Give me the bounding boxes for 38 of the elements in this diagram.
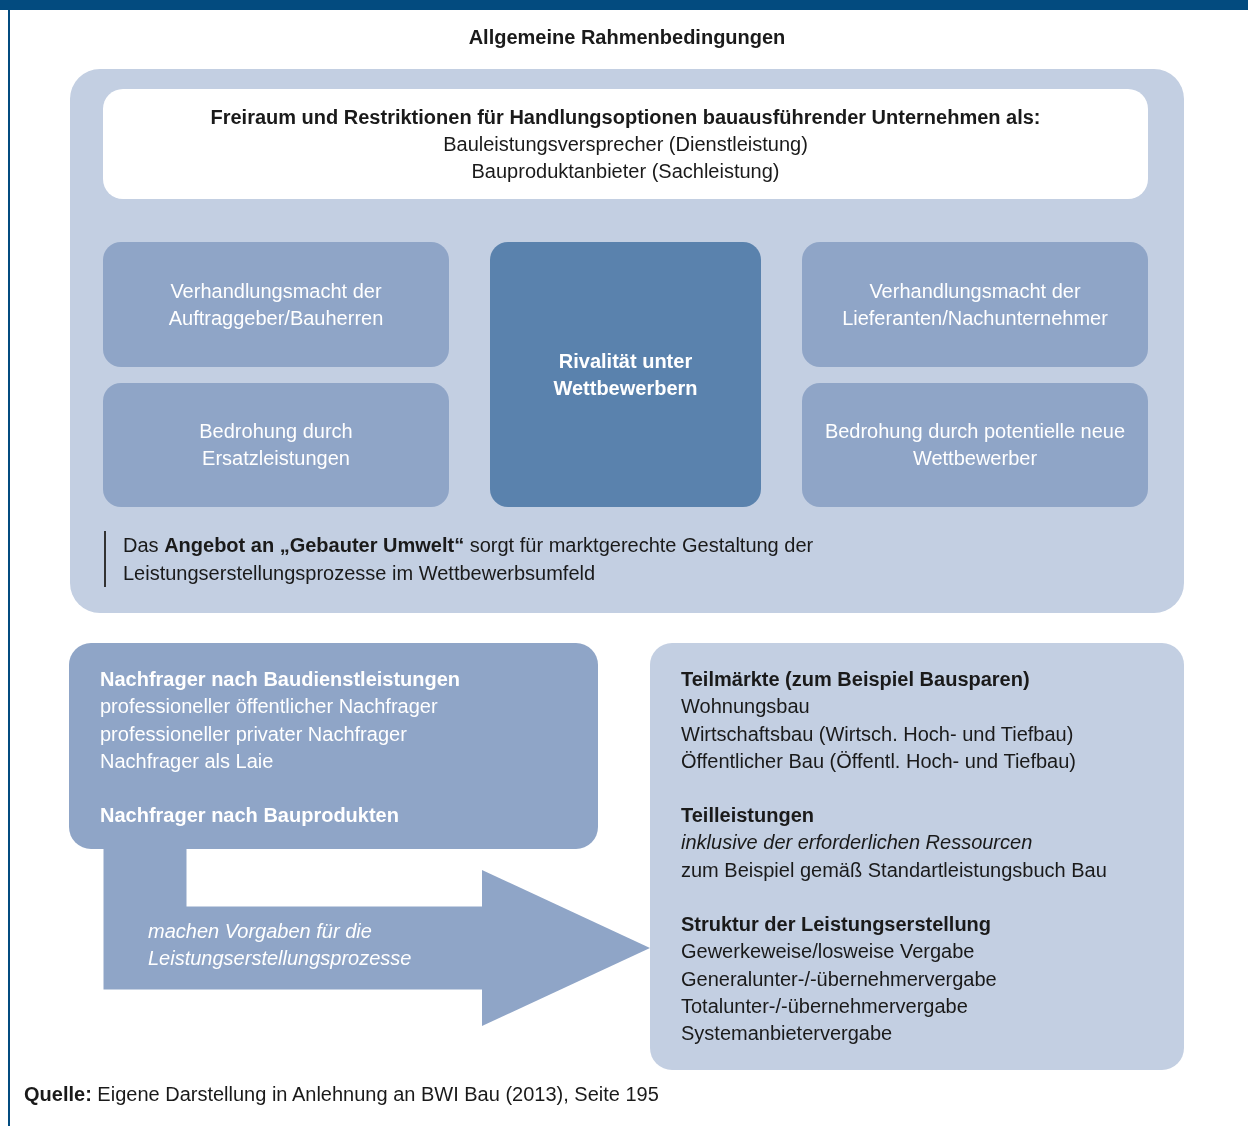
list-item: Totalunter-/-übernehmervergabe xyxy=(681,993,969,1019)
header-line: Bauproduktanbieter (Sachleistung) xyxy=(471,158,780,184)
block-arrow xyxy=(103,849,650,1026)
list-item: zum Beispiel gemäß Standartleistungsbuch Bau xyxy=(681,857,1108,883)
header-box xyxy=(103,89,1148,199)
list-item: Gewerkeweise/losweise Vergabe xyxy=(681,939,976,965)
center-box xyxy=(490,242,761,507)
header-line: Bauleistungsversprecher (Dienstleistung) xyxy=(443,131,808,157)
group-heading: Teilleistungen xyxy=(681,803,815,829)
force-box xyxy=(802,242,1148,367)
panel-heading: Allgemeine Rahmenbedingungen xyxy=(467,25,787,50)
list-item: professioneller öffentlicher Nachfrager xyxy=(100,694,439,720)
group-heading: Struktur der Leistungserstellung xyxy=(681,912,993,938)
card-text: Verhandlungsmacht der Lieferanten/Nachunternehmer xyxy=(841,278,1109,331)
force-box xyxy=(103,383,449,507)
note-text: Das Angebot an „Gebauter Umwelt“ sorgt für marktgerechte Gestaltung der Leistungserstellungsprozesse im Wettbewerbsumfeld xyxy=(104,531,883,587)
list-item: Wohnungsbau xyxy=(681,694,811,720)
header-title: Freiraum und Restriktionen für Handlungsoptionen bauausführender Unternehmen als: xyxy=(210,104,1041,130)
list-item: inklusive der erforderlichen Ressourcen xyxy=(681,830,1034,856)
group-heading: Nachfrager nach Baudienstleistungen xyxy=(100,667,462,692)
card-text: Bedrohung durch Ersatzleistungen xyxy=(198,419,354,471)
card-text: Verhandlungsmacht der Auftraggeber/Bauherren xyxy=(167,278,385,331)
list-item: Öffentlicher Bau (Öffentl. Hoch- und Tiefbau) xyxy=(681,748,1078,774)
list-item: Nachfrager als Laie xyxy=(100,748,275,774)
list-item: professioneller privater Nachfrager xyxy=(100,721,408,747)
list-item: Generalunter-/-übernehmervergabe xyxy=(681,966,998,992)
force-box xyxy=(802,383,1148,507)
demand-box xyxy=(69,643,598,849)
group-heading: Teilmärkte (zum Beispiel Bausparen) xyxy=(681,667,1031,692)
list-item: Wirtschaftsbau (Wirtsch. Hoch- und Tiefbau) xyxy=(681,721,1075,747)
card-text: Rivalität unter Wettbewerbern xyxy=(552,348,699,401)
group-heading: Nachfrager nach Bauprodukten xyxy=(100,803,400,829)
market-box xyxy=(650,643,1184,1070)
force-box xyxy=(103,242,449,367)
card-text: Bedrohung durch potentielle neue Wettbewerber xyxy=(823,419,1127,471)
source-caption: Quelle: Eigene Darstellung in Anlehnung an BWI Bau (2013), Seite 195 xyxy=(24,1082,659,1107)
list-item: Systemanbietervergabe xyxy=(681,1021,894,1047)
edge-label: machen Vorgaben für die Leistungserstellungsprozesse xyxy=(148,919,413,971)
